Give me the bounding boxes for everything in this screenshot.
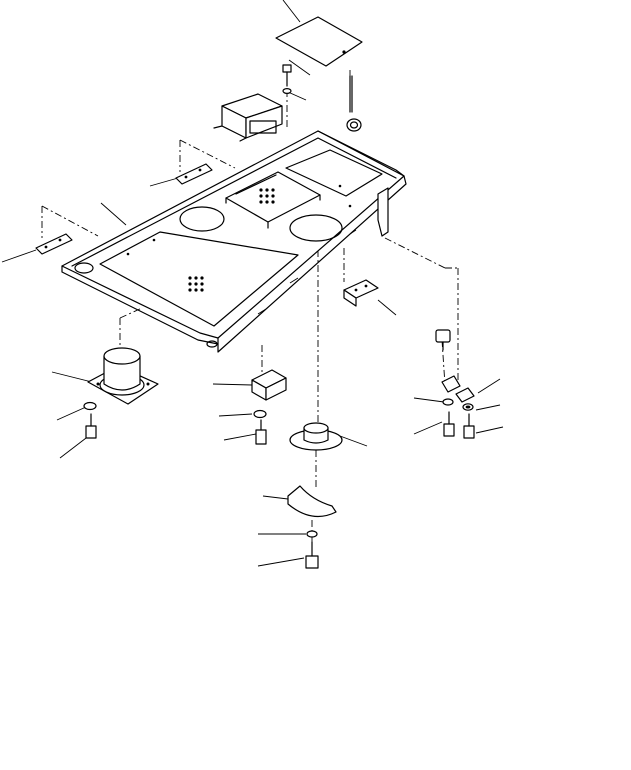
washer	[282, 87, 292, 94]
stopper-plate	[287, 485, 337, 518]
rubber-cushion-mount-left	[87, 347, 159, 405]
hinge-bracket-left	[35, 233, 73, 255]
relay-box	[213, 93, 283, 142]
bolt	[85, 413, 97, 439]
bolt	[255, 419, 267, 445]
washer	[442, 398, 454, 406]
center-rubber-mount	[289, 422, 343, 451]
washer	[83, 401, 97, 411]
mount-bracket-center	[251, 369, 287, 401]
bolt	[443, 411, 455, 437]
hanger-rod	[346, 75, 362, 132]
floor-frame	[61, 130, 407, 353]
mount-bracket-right	[343, 279, 379, 307]
washer	[253, 409, 267, 419]
nut	[462, 403, 474, 411]
bolt	[282, 64, 292, 87]
cylinder-cap	[435, 329, 451, 351]
hinge-bracket-center	[175, 163, 213, 185]
leader-lines	[1, 0, 504, 567]
washer	[306, 530, 318, 538]
bolt	[305, 541, 319, 569]
hole-cluster-center	[259, 188, 275, 204]
access-cover	[275, 16, 363, 67]
bolt	[463, 413, 475, 439]
hole-cluster-left	[188, 276, 204, 292]
link-bracket	[441, 375, 475, 403]
small-dots	[126, 184, 352, 256]
